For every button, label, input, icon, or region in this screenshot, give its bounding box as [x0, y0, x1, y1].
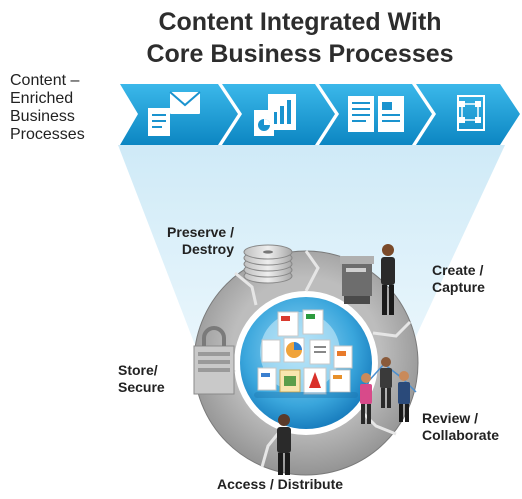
stage-label-access: Access / Distribute	[180, 476, 380, 493]
page-title: Content Integrated With Core Business Pr…	[130, 6, 470, 70]
process-arrow-3	[319, 84, 432, 145]
chart-document-icon	[254, 94, 296, 136]
stage-preserve-line-2: Destroy	[181, 241, 234, 257]
email-document-icon	[148, 91, 201, 136]
people-group-icon	[360, 357, 417, 424]
title-line-1: Content Integrated With	[158, 8, 442, 36]
left-label-line-3: Business	[10, 108, 75, 125]
shape-icon	[457, 95, 485, 131]
left-label-line-2: Enriched	[10, 90, 74, 107]
stage-create-line-2: Capture	[432, 279, 485, 295]
copier-icon	[340, 256, 374, 304]
stage-label-review: Review / Collaborate	[422, 410, 520, 444]
stage-review-line-1: Review /	[422, 410, 479, 426]
left-label: Content – Enriched Business Processes	[10, 72, 120, 144]
stage-preserve-line-1: Preserve /	[167, 224, 234, 240]
stage-label-create: Create / Capture	[432, 262, 512, 296]
stage-label-store: Store/ Secure	[118, 362, 188, 396]
stage-review-line-2: Collaborate	[422, 427, 500, 443]
disc-stack-icon	[243, 244, 293, 284]
person-icon-access	[277, 414, 291, 475]
documents-icon	[348, 96, 404, 132]
title-line-2: Core Business Processes	[146, 40, 454, 68]
left-label-line-1: Content –	[10, 72, 80, 89]
stage-store-line-1: Store/	[118, 362, 158, 378]
stage-access-line-1: Access / Distribute	[216, 476, 344, 492]
stage-label-preserve: Preserve / Destroy	[142, 224, 234, 258]
content-core	[240, 297, 372, 429]
person-icon-create	[381, 244, 395, 315]
stage-create-line-1: Create /	[432, 262, 484, 278]
funnel-beam	[118, 145, 505, 345]
left-label-line-4: Processes	[10, 126, 85, 143]
stage-store-line-2: Secure	[118, 379, 165, 395]
process-arrow-4	[416, 84, 520, 145]
server-icon	[193, 326, 235, 395]
